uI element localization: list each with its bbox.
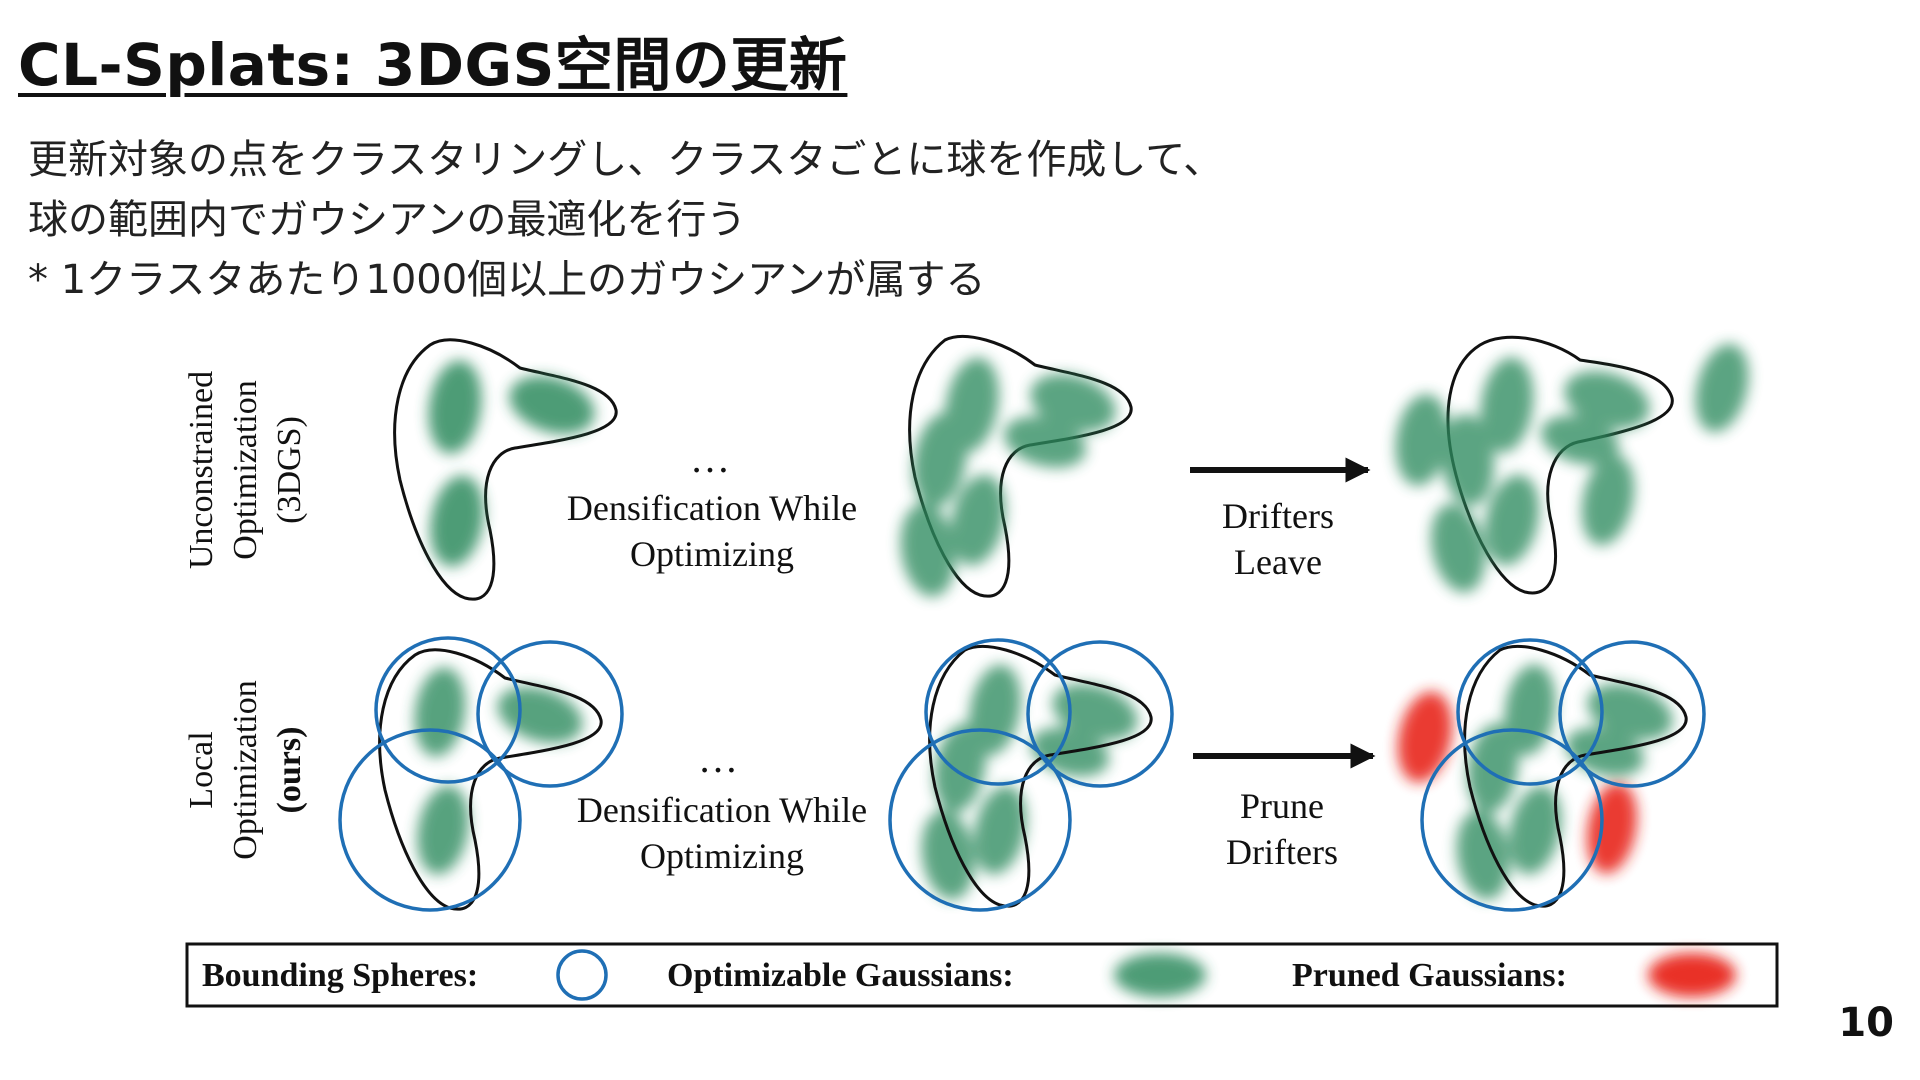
row1-drifted-cluster bbox=[1390, 337, 1757, 597]
row1-densified-cluster bbox=[895, 336, 1131, 600]
gaussian bbox=[895, 500, 962, 601]
row1-label-line3: (3DGS) bbox=[271, 416, 308, 524]
row1-step-line2: Optimizing bbox=[630, 534, 794, 574]
gaussian bbox=[409, 664, 471, 760]
row2-ellipsis: … bbox=[698, 736, 738, 781]
gaussian bbox=[423, 357, 488, 457]
row2-label-line3: (ours) bbox=[271, 727, 308, 814]
row1-arrow-line2: Leave bbox=[1234, 542, 1322, 582]
row1-label-line2: Optimization bbox=[227, 380, 264, 559]
gaussian bbox=[1423, 499, 1493, 598]
row2-arrow-line2: Drifters bbox=[1226, 832, 1338, 872]
legend-label-pruned-gaussians: Pruned Gaussians: bbox=[1292, 957, 1567, 994]
row2-step-line2: Optimizing bbox=[640, 836, 804, 876]
row1-initial-cluster bbox=[395, 340, 617, 599]
gaussian bbox=[411, 781, 476, 878]
gaussian bbox=[1574, 450, 1642, 550]
row2-label-line1: Local bbox=[183, 731, 220, 808]
gaussian bbox=[916, 807, 980, 903]
row2-initial-cluster bbox=[340, 638, 622, 910]
row2-label-line2: Optimization bbox=[227, 680, 264, 859]
row2-arrow-line1: Prune bbox=[1240, 786, 1324, 826]
legend-label-optimizable-gaussians: Optimizable Gaussians: bbox=[667, 957, 1014, 994]
row-label-unconstrained: Unconstrained Optimization (3DGS) bbox=[183, 371, 308, 569]
legend-gaussian-swatch bbox=[1114, 953, 1206, 997]
row-label-local: Local Optimization (ours) bbox=[183, 680, 308, 859]
cluster-outline bbox=[395, 340, 617, 599]
pruned-gaussian bbox=[1390, 687, 1460, 788]
row1-label-line1: Unconstrained bbox=[183, 371, 220, 569]
row1-ellipsis: … bbox=[690, 436, 730, 481]
row2-densified-cluster bbox=[890, 640, 1172, 910]
legend-pruned-swatch bbox=[1648, 953, 1736, 997]
page-number: 10 bbox=[1838, 1000, 1894, 1046]
legend-label-bounding-spheres: Bounding Spheres: bbox=[202, 957, 478, 994]
gaussian bbox=[1687, 338, 1757, 437]
row1-step-line1: Densification While bbox=[567, 488, 857, 528]
legend: Bounding Spheres: Optimizable Gaussians:… bbox=[187, 944, 1777, 1006]
gaussian bbox=[1451, 807, 1515, 903]
gaussian bbox=[423, 471, 490, 571]
cluster-outline bbox=[380, 650, 602, 909]
row2-pruned-cluster bbox=[1390, 640, 1704, 910]
row1-arrow-line1: Drifters bbox=[1222, 496, 1334, 536]
row2-step-line1: Densification While bbox=[577, 790, 867, 830]
